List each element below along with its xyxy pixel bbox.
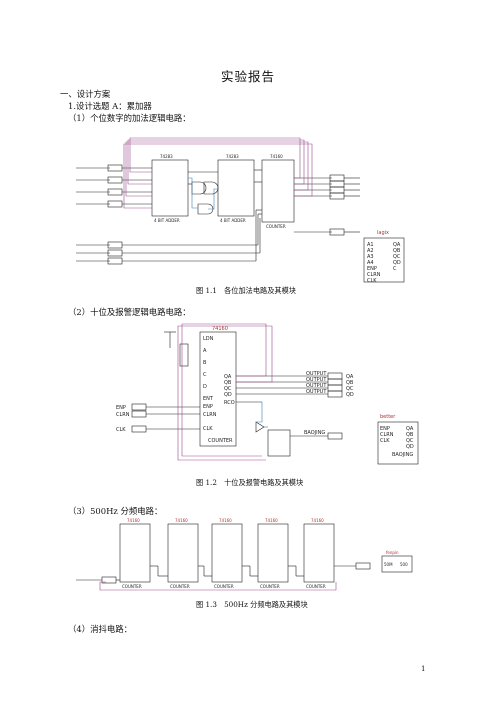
fenpin-out: 500 bbox=[400, 562, 408, 567]
module-pin-right: QA bbox=[406, 426, 414, 432]
module-pin-right: QC bbox=[406, 438, 414, 444]
output-tag: OUTPUT bbox=[306, 371, 327, 377]
chip3-label: 74160 bbox=[270, 154, 283, 159]
chip1-label: 74283 bbox=[160, 154, 173, 159]
figure-3-circuit: 74160 74160 74160 74160 74160 COUNTER CO… bbox=[76, 518, 413, 591]
module-pin-left: CLRN bbox=[380, 432, 394, 438]
chip-pin-left: ENP bbox=[203, 404, 213, 410]
subsection-3: （3）500Hz 分频电路： bbox=[68, 506, 163, 516]
input-label: CLRN bbox=[116, 412, 130, 418]
output-name: QC bbox=[346, 386, 354, 392]
chip-pin-left: CLRN bbox=[203, 412, 217, 418]
module-pin-left: CLK bbox=[380, 438, 390, 444]
page-title: 实验报告 bbox=[220, 69, 275, 84]
module-pin-right: QD bbox=[406, 444, 414, 450]
div-chip-bottom: COUNTER bbox=[170, 584, 190, 589]
input-label: ENP bbox=[116, 405, 126, 411]
chip-label: 74160 bbox=[212, 326, 228, 332]
module-name: better bbox=[380, 414, 396, 420]
module-pin-left: A3 bbox=[367, 254, 374, 260]
baojing-output: BAOJING bbox=[304, 430, 325, 436]
module-pin-right: QB bbox=[406, 432, 414, 438]
chip-pin-left: D bbox=[203, 384, 207, 390]
chip-pin-right: QD bbox=[224, 392, 232, 398]
chip-pin-right: QB bbox=[224, 380, 232, 386]
chip2-adder-label: 4 BIT ADDER bbox=[220, 218, 246, 223]
output-tag: OUTPUT bbox=[306, 377, 327, 383]
chip-pin-left: LDN bbox=[203, 336, 214, 342]
module-pin-left: CLK bbox=[367, 278, 377, 284]
chip-pin-right: QA bbox=[224, 374, 232, 380]
div-chip-label: 74160 bbox=[175, 518, 188, 523]
div-chip-bottom: COUNTER bbox=[122, 584, 142, 589]
chip-pin-left: CLK bbox=[203, 426, 213, 432]
module-pin-left: ENP bbox=[367, 266, 377, 272]
chip-pin-left: ENT bbox=[203, 396, 214, 402]
div-chip-bottom: COUNTER bbox=[306, 584, 326, 589]
module-pin-left: A1 bbox=[367, 242, 374, 248]
fenpin-in: 50M bbox=[384, 562, 393, 567]
chip-pin-right: QC bbox=[224, 386, 232, 392]
output-name: QA bbox=[346, 374, 354, 380]
figure-1-caption: 图 1.1 各位加法电路及其模块 bbox=[196, 286, 296, 295]
module-name: lagix bbox=[377, 230, 389, 236]
div-chip-label: 74160 bbox=[265, 518, 278, 523]
figure-1-circuit: 74283 74283 74160 4 BIT ADDER 4 BIT ADDE… bbox=[76, 137, 405, 284]
module-pin-right: C bbox=[393, 266, 397, 272]
chip-pin-left: B bbox=[203, 360, 207, 366]
section-heading: 一、设计方案 bbox=[60, 89, 111, 99]
module-pin-right: QD bbox=[393, 260, 401, 266]
module-pin-right: QA bbox=[393, 242, 401, 248]
output-tag: OUTPUT bbox=[306, 383, 327, 389]
module-pin-left: A2 bbox=[367, 248, 374, 254]
div-chip-bottom: COUNTER bbox=[214, 584, 234, 589]
input-label: CLK bbox=[116, 427, 126, 433]
chip3-counter-label: COUNTER bbox=[266, 224, 286, 229]
fenpin-module-name: fenpin bbox=[386, 550, 399, 555]
chip-pin-left: C bbox=[203, 372, 207, 378]
div-chip-label: 74160 bbox=[127, 518, 140, 523]
module-pin-right: BAOJING bbox=[392, 452, 413, 458]
module-pin-left: CLRN bbox=[367, 272, 381, 278]
module-pin-right: QC bbox=[393, 254, 401, 260]
div-chip-label: 74160 bbox=[219, 518, 232, 523]
figure-2-caption: 图 1.2 十位及报警电路及其模块 bbox=[196, 478, 304, 487]
subsection-4: （4）消抖电路： bbox=[68, 624, 132, 634]
chip1-adder-label: 4 BIT ADDER bbox=[154, 218, 180, 223]
figure-3-caption: 图 1.3 500Hz 分频电路及其模块 bbox=[196, 600, 308, 609]
subsection-2: （2）十位及报警逻辑电路电路： bbox=[68, 307, 191, 317]
output-name: QB bbox=[346, 380, 354, 386]
chip2-label: 74283 bbox=[226, 154, 239, 159]
div-chip-label: 74160 bbox=[311, 518, 324, 523]
chip-pin-right: RCO bbox=[224, 400, 235, 406]
figure-2-circuit: 74160 LDN A B C D ENT ENP CLRN CLK QA QB… bbox=[116, 323, 419, 465]
output-name: QD bbox=[346, 392, 354, 398]
topic-line: 1.设计选题 A：累加器 bbox=[68, 101, 152, 111]
chip-bottom-label: COUNTER bbox=[208, 438, 233, 444]
module-pin-right: QB bbox=[393, 248, 401, 254]
page-number: 1 bbox=[421, 665, 426, 673]
module-pin-left: A4 bbox=[367, 260, 374, 266]
chip-pin-left: A bbox=[203, 348, 207, 354]
div-chip-bottom: COUNTER bbox=[260, 584, 280, 589]
subsection-1: （1）个位数字的加法逻辑电路： bbox=[68, 113, 191, 123]
output-tag: OUTPUT bbox=[306, 389, 327, 395]
module-pin-left: ENP bbox=[380, 426, 390, 432]
